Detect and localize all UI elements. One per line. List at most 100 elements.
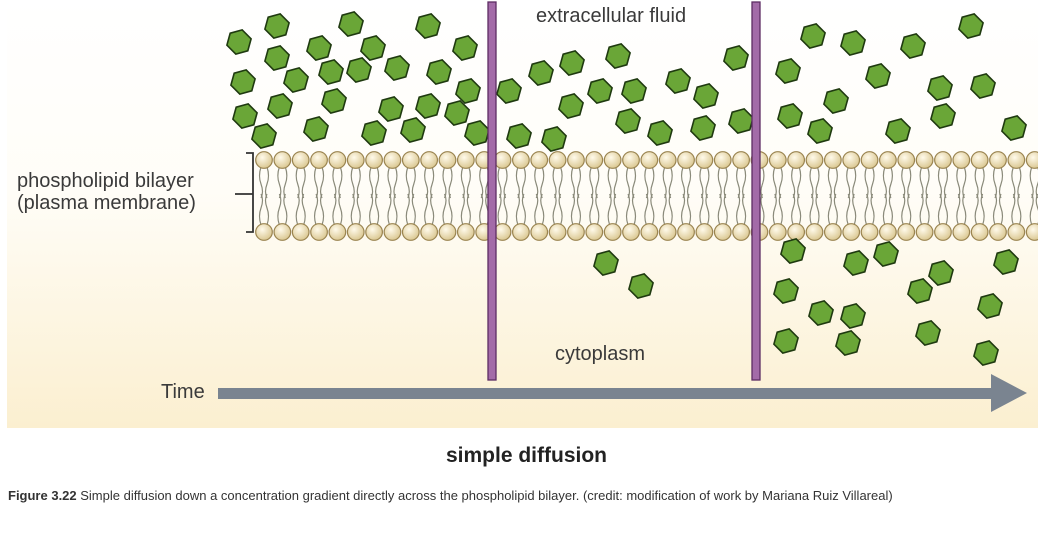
molecule — [873, 241, 899, 267]
lipid-head — [255, 223, 273, 241]
molecule — [593, 250, 619, 276]
molecule — [930, 103, 956, 129]
molecule — [415, 13, 441, 39]
lipid-head — [512, 223, 530, 241]
lipid-head — [328, 223, 347, 241]
molecule — [338, 11, 364, 37]
lipid-tails — [258, 166, 1038, 226]
molecule — [452, 35, 478, 61]
molecule — [384, 55, 410, 81]
lipid-head — [897, 151, 916, 169]
lipid-head — [622, 223, 640, 241]
molecule — [267, 93, 293, 119]
lipid-head — [346, 223, 365, 241]
molecule — [773, 278, 799, 304]
lipid-head — [273, 223, 292, 241]
lipid-head — [842, 223, 861, 241]
molecule — [777, 103, 803, 129]
lipid-head — [732, 151, 750, 169]
lipid-head — [860, 223, 879, 241]
membrane-label-line1: phospholipid bilayer — [17, 170, 194, 192]
lipid-head — [713, 151, 732, 169]
lipid-head — [420, 223, 439, 241]
lipid-head — [952, 223, 971, 241]
molecule — [303, 116, 329, 142]
lipid-head — [438, 151, 457, 169]
time-divider — [751, 1, 761, 381]
lipid-head — [365, 151, 384, 169]
molecule — [415, 93, 441, 119]
lipid-head — [934, 151, 952, 169]
bracket-line — [235, 152, 254, 233]
figure-caption: Figure 3.22 Simple diffusion down a conc… — [8, 488, 893, 503]
molecule — [558, 93, 584, 119]
molecule — [361, 120, 387, 146]
lipid-head — [713, 223, 732, 241]
lipid-head — [567, 223, 585, 241]
lipid-head — [768, 151, 787, 169]
figure-title: simple diffusion — [445, 444, 607, 467]
molecule — [970, 73, 996, 99]
lipid-head — [1025, 223, 1038, 241]
lipid-head — [695, 223, 714, 241]
lipid-head — [328, 151, 347, 169]
lipid-head — [456, 223, 475, 241]
diagram-canvas — [7, 0, 1038, 428]
lipid-head — [823, 151, 842, 169]
lipid-head — [823, 223, 842, 241]
lipid-head — [860, 151, 879, 169]
molecule — [506, 123, 532, 149]
molecule — [426, 59, 452, 85]
molecule — [723, 45, 749, 71]
molecule — [455, 78, 481, 104]
lipid-head — [585, 223, 604, 241]
lipid-head — [401, 223, 420, 241]
lipid-head — [787, 151, 806, 169]
lipid-head — [291, 223, 310, 241]
lipid-head — [1025, 151, 1038, 169]
lipid-head — [1007, 151, 1026, 169]
molecule — [264, 13, 290, 39]
lipid-head — [548, 223, 567, 241]
lipid-head — [970, 151, 989, 169]
lipid-head — [273, 151, 292, 169]
time-divider — [487, 1, 497, 381]
molecule — [835, 330, 861, 356]
lipid-head — [383, 223, 402, 241]
molecule — [843, 250, 869, 276]
molecule — [823, 88, 849, 114]
molecule — [264, 45, 290, 71]
molecule — [318, 59, 344, 85]
molecule — [587, 78, 613, 104]
lipid-head — [291, 151, 310, 169]
lipid-head — [530, 151, 549, 169]
time-label: Time — [161, 381, 205, 403]
lipid-head — [530, 223, 549, 241]
molecule — [496, 78, 522, 104]
molecules — [226, 11, 1027, 366]
molecule — [900, 33, 926, 59]
lipid-head — [401, 151, 420, 169]
molecule — [628, 273, 654, 299]
molecule — [808, 300, 834, 326]
lipid-head — [493, 223, 512, 241]
molecule — [665, 68, 691, 94]
lipid-head — [952, 151, 971, 169]
molecule — [865, 63, 891, 89]
lipid-head — [915, 223, 934, 241]
lipid-head — [346, 151, 365, 169]
time-arrow — [218, 374, 1027, 412]
molecule — [840, 303, 866, 329]
molecule — [346, 57, 372, 83]
molecule — [780, 238, 806, 264]
background — [7, 0, 1038, 428]
molecule — [400, 117, 426, 143]
molecule — [690, 115, 716, 141]
lipid-head — [456, 151, 475, 169]
molecule — [973, 340, 999, 366]
lipid-head — [493, 151, 512, 169]
lipid-head — [805, 151, 824, 169]
molecule — [378, 96, 404, 122]
molecule — [907, 278, 933, 304]
lipid-head — [934, 223, 952, 241]
